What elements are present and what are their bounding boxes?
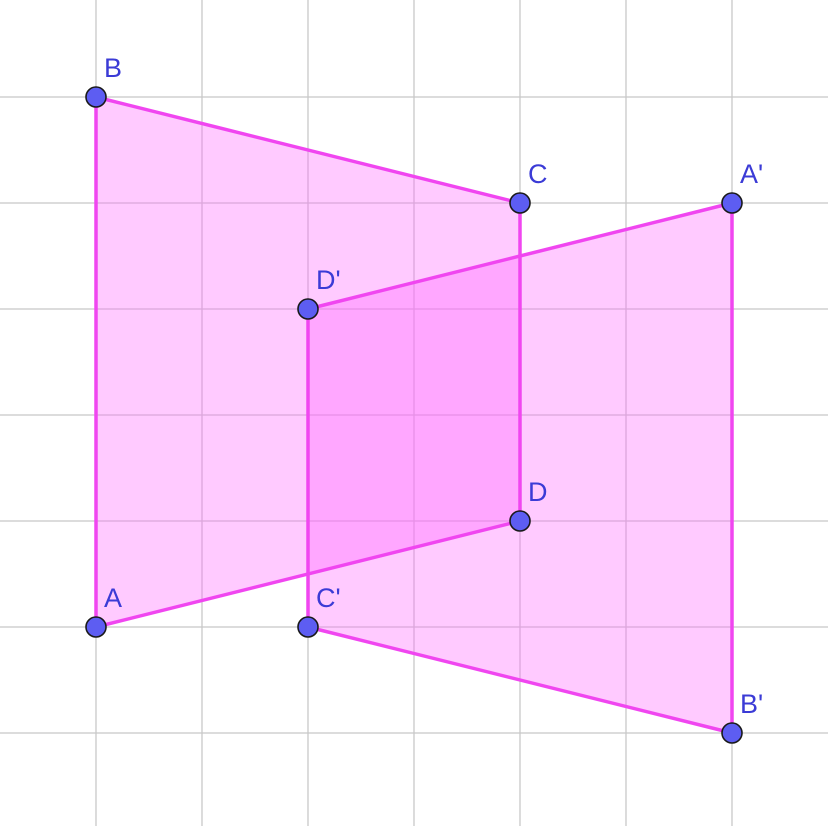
vertex-points[interactable] bbox=[85, 86, 743, 744]
segment-BC bbox=[94, 95, 522, 205]
point-C'[interactable] bbox=[297, 616, 319, 638]
point-label-C: C bbox=[528, 159, 548, 189]
point-label-D: D bbox=[528, 477, 548, 507]
point-label-A: A bbox=[104, 583, 122, 613]
segment-D'A' bbox=[306, 201, 734, 311]
point-D'[interactable] bbox=[297, 298, 319, 320]
polygon-fills bbox=[96, 97, 732, 733]
segment-B'C' bbox=[306, 625, 734, 735]
vertex-labels: A B C D A' B' C' D' bbox=[104, 53, 763, 719]
point-label-A': A' bbox=[740, 159, 763, 189]
point-C[interactable] bbox=[509, 192, 531, 214]
point-label-B': B' bbox=[740, 689, 763, 719]
polygon-edges bbox=[94, 95, 734, 735]
point-label-C': C' bbox=[316, 583, 341, 613]
point-B[interactable] bbox=[85, 86, 107, 108]
point-label-B: B bbox=[104, 53, 122, 83]
point-D[interactable] bbox=[509, 510, 531, 532]
point-A'[interactable] bbox=[721, 192, 743, 214]
point-A[interactable] bbox=[85, 616, 107, 638]
point-B'[interactable] bbox=[721, 722, 743, 744]
point-label-D': D' bbox=[316, 265, 341, 295]
